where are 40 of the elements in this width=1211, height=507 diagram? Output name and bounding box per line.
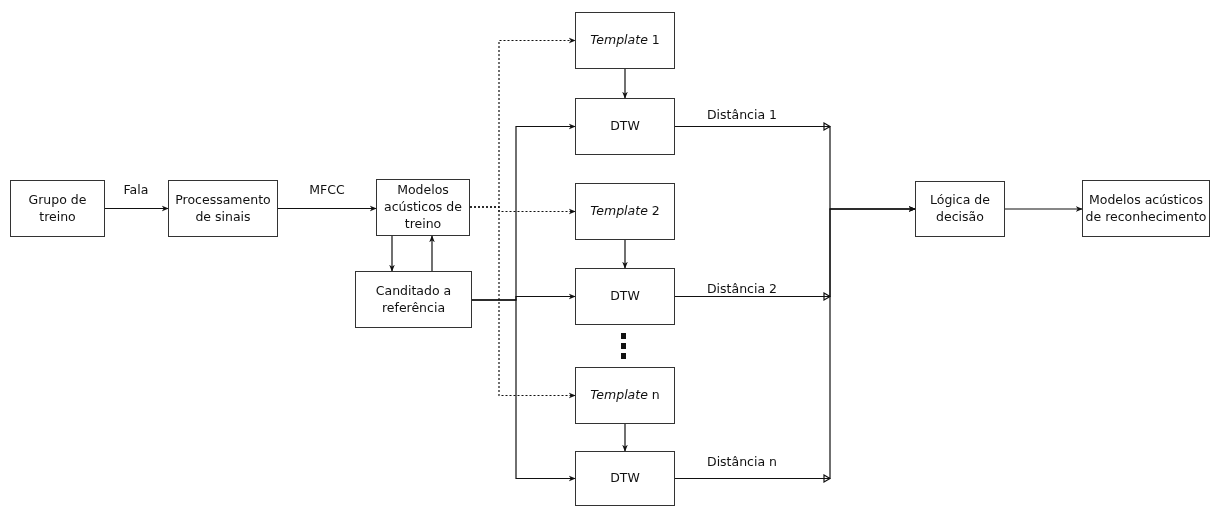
box-label: Modelos acústicos de reconhecimento: [1084, 191, 1208, 226]
box-label: Modelos acústicos de treino: [383, 182, 463, 233]
process-box: [915, 181, 1005, 237]
process-box: [575, 12, 675, 69]
box-label: Grupo de treino: [27, 191, 88, 226]
box-label: Template n: [590, 387, 660, 404]
box-label: Canditado a referência: [374, 282, 453, 317]
arrow: [389, 235, 395, 272]
process-box: [575, 268, 675, 325]
arrow: [104, 205, 169, 212]
arrow: [674, 206, 916, 483]
edge-label: MFCC: [309, 182, 345, 197]
edge-label: Distância n: [707, 454, 777, 469]
box-label: Processamento de sinais: [174, 191, 272, 226]
process-box: [575, 451, 675, 506]
process-box: [355, 271, 472, 328]
arrow: [622, 239, 628, 269]
process-box: [575, 98, 675, 155]
process-box: [10, 180, 105, 237]
process-box: [575, 367, 675, 424]
process-box: [376, 179, 470, 236]
edge-label: Distância 1: [707, 107, 777, 122]
box-label: DTW: [610, 470, 640, 487]
arrow: [622, 68, 628, 99]
arrow: [277, 205, 377, 212]
process-box: [575, 183, 675, 240]
edge-label: Fala: [123, 182, 149, 197]
box-label: Lógica de decisão: [929, 192, 991, 226]
box-label: DTW: [610, 118, 640, 135]
box-label: Template 2: [590, 203, 660, 220]
arrow: [469, 206, 576, 399]
process-box: [168, 180, 278, 237]
process-box: [1082, 180, 1210, 237]
box-label: DTW: [610, 288, 640, 305]
arrow: [429, 235, 435, 272]
arrow: [1004, 206, 1083, 212]
arrow: [471, 299, 576, 482]
arrow: [622, 423, 628, 452]
edge-label: Distância 2: [707, 281, 777, 296]
box-label: Template 1: [590, 32, 660, 49]
